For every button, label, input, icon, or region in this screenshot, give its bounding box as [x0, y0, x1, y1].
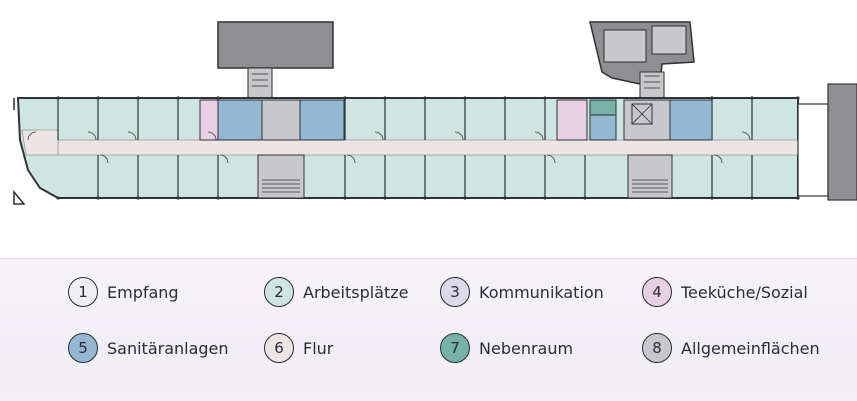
- corridor-west-end: [21, 129, 59, 156]
- lift-cross-b: [631, 103, 653, 125]
- floor-plan: [13, 21, 857, 205]
- stair-treads: [252, 73, 668, 193]
- legend-swatch-7: 7: [440, 333, 470, 363]
- legend-item-nebenraum: 7 Nebenraum: [440, 331, 573, 365]
- sanitary-block-4: [589, 114, 617, 141]
- sanitary-block-3: [669, 99, 713, 141]
- legend-label: Nebenraum: [479, 338, 574, 358]
- east-wing-block: [797, 103, 829, 197]
- annex-inner-room: [603, 29, 647, 63]
- legend-swatch-1: 1: [68, 277, 98, 307]
- legend-label: Arbeitsplätze: [303, 282, 409, 302]
- stair-core-right-upper: [623, 99, 671, 141]
- legend-swatch-4: 4: [642, 277, 672, 307]
- north-arrow-icon: [13, 189, 26, 205]
- door-swings: [27, 131, 751, 164]
- legend-swatch-3: 3: [440, 277, 470, 307]
- legend-item-empfang: 1 Empfang: [68, 275, 179, 309]
- stair-core-left-upper: [261, 99, 301, 141]
- stair-core-right-lower: [627, 154, 673, 199]
- kitchen-room-left: [199, 99, 219, 141]
- legend-swatch-2: 2: [264, 277, 294, 307]
- legend-swatch-8: 8: [642, 333, 672, 363]
- lift-shaft: [631, 103, 653, 125]
- east-annex-block: [827, 83, 857, 201]
- legend-item-kommunikation: 3 Kommunikation: [440, 275, 604, 309]
- legend-item-arbeitsplaetze: 2 Arbeitsplätze: [264, 275, 409, 309]
- legend-label: Flur: [303, 338, 334, 358]
- stair-core-left-lower: [257, 154, 305, 199]
- legend-item-teekueche: 4 Teeküche/Sozial: [642, 275, 808, 309]
- legend-item-flur: 6 Flur: [264, 331, 333, 365]
- legend-panel: 1 Empfang 2 Arbeitsplätze 3 Kommunikatio…: [0, 258, 857, 401]
- legend-swatch-6: 6: [264, 333, 294, 363]
- legend-item-sanitaeranlagen: 5 Sanitäranlagen: [68, 331, 229, 365]
- legend-label: Sanitäranlagen: [107, 338, 229, 358]
- annex-block-left: [217, 21, 334, 69]
- sanitary-block-2: [299, 99, 345, 141]
- legend-swatch-5: 5: [68, 333, 98, 363]
- annex-lift-room: [651, 25, 687, 55]
- legend-label: Empfang: [107, 282, 179, 302]
- kitchen-room-right: [556, 99, 588, 141]
- lower-room-dividers: [97, 155, 753, 198]
- corridor: [57, 139, 799, 156]
- sanitary-block-1: [217, 99, 263, 141]
- legend-label: Allgemeinflächen: [681, 338, 820, 358]
- facade-columns: [56, 96, 800, 200]
- service-room: [589, 99, 617, 116]
- legend-label: Kommunikation: [479, 282, 604, 302]
- stair-connector-left: [247, 67, 273, 99]
- legend-label: Teeküche/Sozial: [681, 282, 808, 302]
- legend-item-allgemeinflaechen: 8 Allgemeinflächen: [642, 331, 820, 365]
- floor-plan-area: [13, 21, 857, 205]
